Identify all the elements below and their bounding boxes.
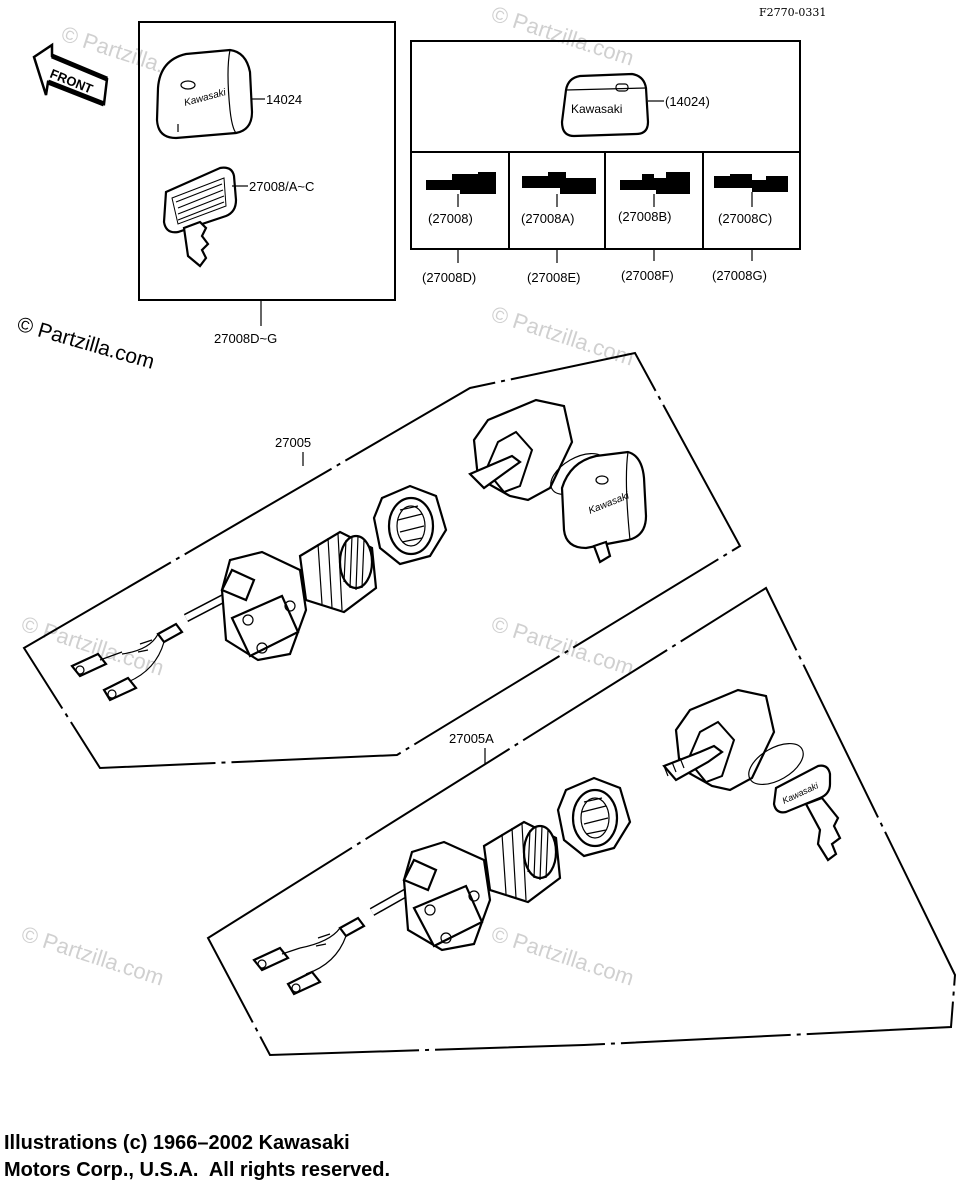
- key-profile-label: (27008E): [527, 270, 580, 285]
- key-box-left: Kawasaki 14024 27008/A~C 27008D~G: [138, 21, 396, 346]
- watermark: © Partzilla.com: [18, 921, 167, 991]
- key-profile-shapes: [426, 172, 788, 194]
- watermark-main: © Partzilla.com: [15, 313, 157, 374]
- wire-connectors-2: [252, 882, 421, 996]
- watermark: © Partzilla.com: [488, 301, 637, 371]
- watermark: © Partzilla.com: [488, 921, 637, 991]
- watermark: © Partzilla.com: [488, 1, 637, 71]
- key-profile-label: (27008G): [712, 268, 767, 283]
- key-profile-label: (27008A): [521, 211, 574, 226]
- key-cap-drawing: Kawasaki: [155, 48, 254, 140]
- ignition-switch-assembly-1: 27005: [22, 351, 742, 770]
- key-profile-box: Kawasaki (14024) (27008) (27008A) (27008…: [410, 40, 801, 285]
- switch-body-2: [402, 820, 562, 952]
- callout-key-cap-right: (14024): [665, 94, 710, 109]
- key-blank-drawing: [162, 166, 238, 268]
- key-profile-label: (27008B): [618, 209, 671, 224]
- callout-key-range-bottom: 27008D~G: [214, 331, 277, 346]
- lock-nut-2: [556, 776, 632, 858]
- callout-key-cap-left: 14024: [266, 92, 302, 107]
- copyright-line-1: Illustrations (c) 1966–2002 Kawasaki: [4, 1132, 350, 1154]
- key-cap-right-drawing: Kawasaki: [560, 72, 650, 138]
- ignition-switch-assembly-2: 27005A: [206, 586, 957, 1057]
- key-profile-label: (27008C): [718, 211, 772, 226]
- callout-key-blank-left: 27008/A~C: [249, 179, 314, 194]
- key-set-1: Kawasaki: [468, 398, 648, 564]
- key-profile-label: (27008F): [621, 268, 674, 283]
- figure-code: F2770-0331: [759, 6, 826, 19]
- key-profile-label: (27008D): [422, 270, 476, 285]
- copyright-notice: Illustrations (c) 1966–2002 Kawasaki Mot…: [4, 1130, 390, 1184]
- key-set-2: Kawasaki: [662, 688, 842, 862]
- callout-ignition-switch-2: 27005A: [449, 731, 494, 746]
- callout-ignition-switch-1: 27005: [275, 435, 311, 450]
- switch-body-1: [220, 530, 378, 662]
- key-cap-right-brand: Kawasaki: [571, 102, 622, 116]
- lock-nut-1: [372, 484, 448, 566]
- copyright-line-2: Motors Corp., U.S.A. All rights reserved…: [4, 1159, 390, 1181]
- key-profile-label: (27008): [428, 211, 473, 226]
